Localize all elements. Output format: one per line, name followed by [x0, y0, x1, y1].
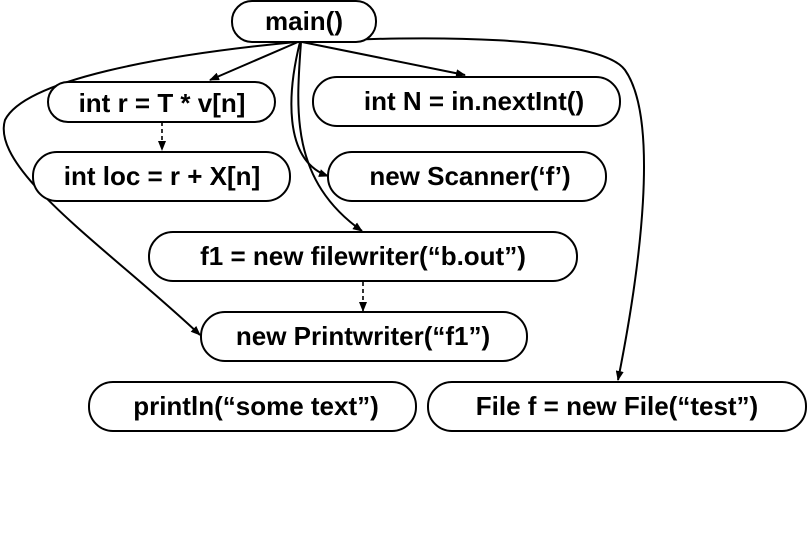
node-println-label: println(“some text”) [133, 391, 379, 421]
edge-main-to-int-n [301, 41, 466, 78]
node-println: println(“some text”) [88, 381, 417, 432]
node-new-printwriter: new Printwriter(“f1”) [200, 311, 528, 362]
edge-main-to-f1-filewriter [297, 41, 363, 232]
node-int-loc-label: int loc = r + X[n] [64, 161, 260, 191]
node-main-label: main() [265, 6, 343, 36]
node-f1-filewriter-label: f1 = new filewriter(“b.out”) [200, 241, 526, 271]
edge-main-to-int-r [209, 41, 299, 81]
node-new-printwriter-label: new Printwriter(“f1”) [236, 321, 490, 351]
node-new-scanner-label: new Scanner(‘f’) [369, 161, 570, 191]
edge-main-to-file-f [303, 37, 645, 381]
node-new-scanner: new Scanner(‘f’) [327, 151, 607, 202]
node-int-n: int N = in.nextInt() [312, 76, 621, 127]
node-int-n-label: int N = in.nextInt() [364, 86, 584, 116]
node-int-r: int r = T * v[n] [47, 81, 276, 123]
node-int-loc: int loc = r + X[n] [32, 151, 291, 202]
node-f1-filewriter: f1 = new filewriter(“b.out”) [148, 231, 578, 282]
node-file-f: File f = new File(“test”) [427, 381, 807, 432]
edge-main-to-new-printwriter [2, 41, 297, 336]
edges [2, 37, 645, 381]
node-int-r-label: int r = T * v[n] [79, 88, 246, 118]
node-file-f-label: File f = new File(“test”) [476, 391, 758, 421]
edge-main-to-new-scanner [290, 41, 329, 177]
node-main: main() [231, 0, 377, 43]
